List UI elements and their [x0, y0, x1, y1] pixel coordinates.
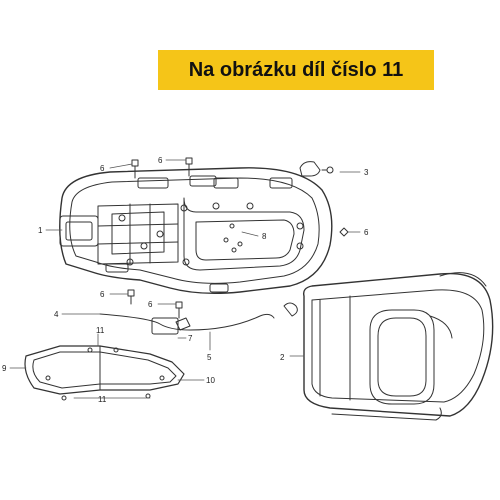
callout-6-b: 6	[158, 156, 163, 165]
cover-panel	[24, 345, 185, 401]
banner-text: Na obrázku díl číslo 11	[188, 58, 404, 81]
leader-lines	[9, 159, 361, 399]
callout-7: 7	[188, 334, 193, 343]
callout-4: 4	[54, 310, 59, 319]
seat-cable	[99, 302, 298, 335]
storage-box	[302, 272, 494, 421]
callout-6-a: 6	[100, 164, 105, 173]
callout-3: 3	[364, 168, 369, 177]
screw-parts-8	[223, 223, 243, 253]
seat-frame	[59, 167, 333, 295]
callout-2: 2	[280, 353, 285, 362]
seat-latch	[299, 161, 334, 177]
callout-6-c: 6	[364, 228, 369, 237]
callout-11-b: 11	[98, 395, 107, 404]
callout-8: 8	[262, 232, 267, 241]
callout-6-e: 6	[148, 300, 153, 309]
callout-9: 9	[2, 364, 7, 373]
callout-11-a: 11	[96, 326, 105, 335]
callout-5: 5	[207, 353, 212, 362]
callout-10: 10	[206, 376, 215, 385]
callout-6-d: 6	[100, 290, 105, 299]
part-number-banner: Na obrázku díl číslo 11	[158, 50, 434, 90]
callout-1: 1	[38, 226, 43, 235]
